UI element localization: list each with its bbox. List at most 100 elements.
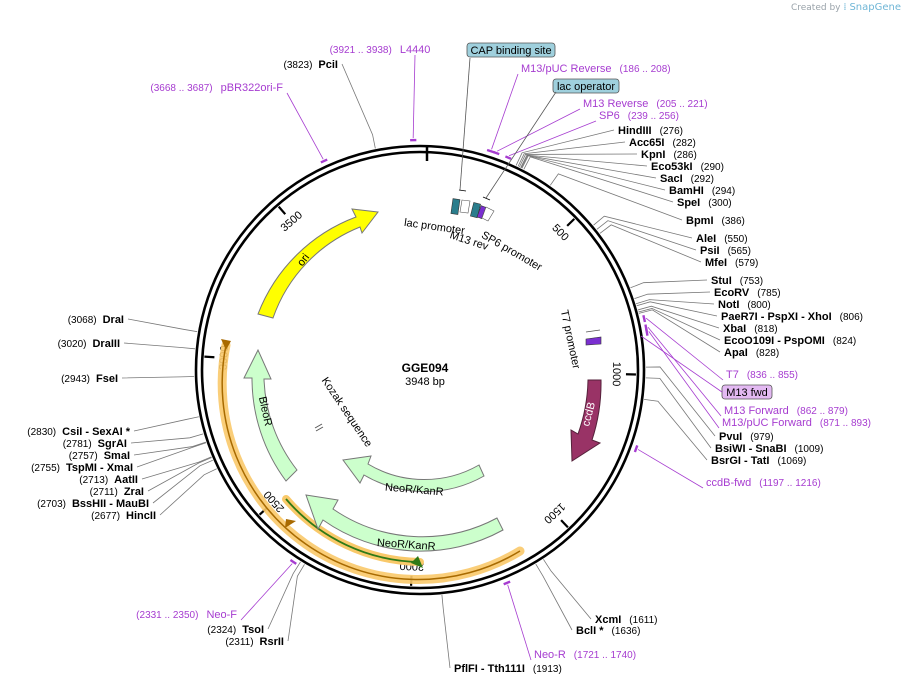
orf-line-outer: [221, 344, 521, 581]
site-position: (824): [833, 336, 856, 347]
primer-position: (186 .. 208): [619, 64, 670, 75]
tick-3000: [204, 355, 215, 359]
site-label: BamHI(294): [669, 185, 735, 197]
primer-label: M13 Reverse(205 .. 221): [583, 98, 708, 110]
site-name: PvuI: [719, 431, 742, 443]
leader-ecoo109i-pspomi: [638, 308, 721, 341]
leader-kpni: [518, 153, 638, 168]
tick-label-1000: 1000: [610, 362, 623, 387]
site-label: ApaI(828): [724, 347, 779, 359]
site-name: SpeI: [677, 197, 700, 209]
credit-brand: SnapGene: [849, 2, 901, 13]
site-position: (2781): [63, 439, 92, 450]
leader-bsiwi-snabi: [645, 377, 712, 449]
m13-fwd-leader: [640, 335, 723, 393]
primer-position: (1197 .. 1216): [759, 478, 821, 489]
site-position: (1611): [629, 615, 657, 626]
leader-bamhi: [521, 155, 666, 191]
site-name: HindIII: [618, 125, 652, 137]
site-label: HindIII(276): [618, 125, 683, 137]
primer-mark-neo-r: [503, 580, 511, 586]
site-position: (979): [750, 432, 773, 443]
lac-promoter-block: [459, 199, 471, 214]
site-position: (300): [708, 198, 731, 209]
site-label: MfeI (579): [705, 257, 758, 269]
t7-primer-block: [585, 336, 602, 346]
site-name: BsrGI - TatI: [711, 455, 769, 467]
site-position: (550): [724, 234, 747, 245]
primer-name: M13/pUC Reverse: [521, 63, 611, 75]
site-position: (2830): [27, 427, 56, 438]
primer-label: M13/pUC Forward(871 .. 893): [722, 417, 871, 429]
site-name: BclI *: [576, 625, 604, 637]
leader-xcmi: [543, 559, 592, 620]
leader-noti: [635, 299, 715, 305]
primer-position: (862 .. 879): [797, 406, 848, 417]
site-leader-lines: [121, 63, 721, 669]
primer-mark-m13-puc-reverse: [486, 148, 496, 154]
tick-500: [566, 218, 576, 227]
primer-label: (3921 .. 3938)L4440: [330, 44, 431, 56]
site-position: (1009): [795, 444, 824, 455]
credit-prefix: Created by: [790, 3, 841, 13]
site-position: (290): [701, 162, 724, 173]
leader-psii: [596, 220, 697, 251]
primer-label: T7(836 .. 855): [726, 369, 798, 381]
site-position: (2703): [37, 499, 66, 510]
neor-kanr-label-inner: NeoR/KanR: [384, 481, 444, 498]
leader-tspmi-xmai: [136, 442, 207, 468]
site-name: TspMI - XmaI: [66, 462, 133, 474]
cap-binding-site-tag: CAP binding site: [466, 42, 556, 58]
site-name: AleI: [696, 233, 716, 245]
site-position: (1636): [612, 626, 641, 637]
site-name: PsiI: [700, 245, 720, 257]
site-name: EcoO109I - PspOMI: [724, 335, 825, 347]
plasmid-size: 3948 bp: [405, 376, 445, 388]
site-label: (2677)HincII: [91, 510, 156, 522]
leader-sgrai: [130, 433, 204, 444]
tick-label-3500: 3500: [279, 209, 305, 234]
site-name: MfeI: [705, 257, 727, 269]
site-position: (286): [673, 150, 696, 161]
site-name: DraIII: [92, 338, 120, 350]
site-label: KpnI (286): [641, 149, 697, 161]
leader-drai: [127, 318, 198, 333]
primer-leader: [412, 54, 416, 139]
cap-leader: [459, 57, 471, 191]
site-name: PciI: [318, 59, 338, 71]
primer-label: M13 Forward(862 .. 879): [724, 405, 848, 417]
site-position: (785): [757, 288, 780, 299]
leader-apai: [638, 309, 721, 353]
leader-stui: [630, 279, 708, 289]
primer-mark-m13-reverse: [493, 151, 500, 156]
orf-line-inner: [285, 498, 421, 563]
site-name: SgrAI: [98, 438, 127, 450]
site-name: PaeR7I - PspXI - XhoI: [721, 311, 832, 323]
site-name: KpnI: [641, 149, 665, 161]
site-label: EcoRV(785): [714, 287, 781, 299]
site-label: (2324)TsoI: [207, 624, 264, 636]
site-name: BamHI: [669, 185, 704, 197]
site-label: (2711)ZraI: [90, 486, 144, 498]
leader-hindiii: [515, 129, 615, 166]
site-label: PsiI (565): [700, 245, 751, 257]
orf-arrowhead-outer: [221, 339, 231, 350]
site-position: (806): [840, 312, 863, 323]
site-name: NotI: [718, 299, 739, 311]
site-position: (2311): [225, 637, 253, 648]
site-position: (1913): [533, 664, 562, 675]
site-name: StuI: [711, 275, 732, 287]
backbone-outer-ring: [194, 144, 646, 596]
site-name: ApaI: [724, 347, 748, 359]
primer-position: (3668 .. 3687): [150, 83, 212, 94]
site-label: XbaI(818): [723, 323, 778, 335]
site-name: CsiI - SexAI *: [62, 426, 131, 438]
leader-mfei: [599, 224, 702, 263]
primer-position: (2331 .. 2350): [136, 610, 198, 621]
site-position: (800): [747, 300, 770, 311]
site-position: (565): [728, 246, 751, 257]
site-position: (579): [735, 258, 758, 269]
site-label: (2830) CsiI - SexAI *: [27, 426, 130, 438]
site-position: (3020): [58, 339, 87, 350]
site-label: BclI * (1636): [576, 625, 640, 637]
